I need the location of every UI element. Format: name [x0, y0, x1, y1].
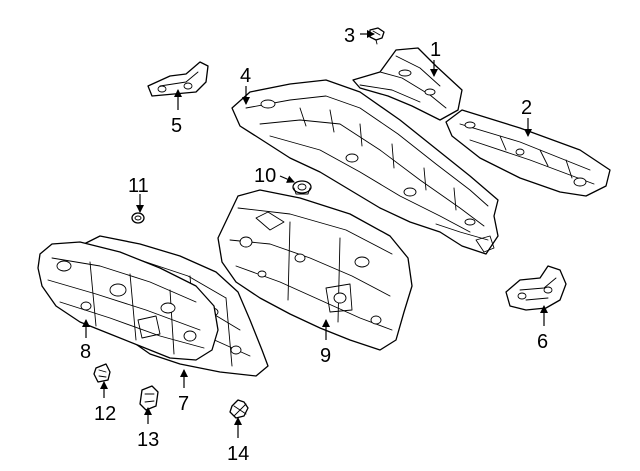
callout-6: 6 [537, 331, 548, 353]
callout-10: 10 [254, 165, 276, 187]
callout-13: 13 [137, 429, 159, 451]
callout-labels: 1 2 3 4 5 6 7 8 9 10 11 12 13 14 [80, 25, 548, 465]
callout-9: 9 [320, 345, 331, 367]
callout-2: 2 [521, 97, 532, 119]
part-8-insulator [37, 241, 219, 361]
part-2-cowl-vent-panel [445, 109, 611, 197]
part-13-clip [139, 385, 159, 411]
part-5-bracket [147, 61, 209, 97]
part-3-clip [369, 27, 385, 45]
part-6-bracket [505, 265, 567, 311]
callout-7: 7 [178, 393, 189, 415]
part-9-dash-panel [217, 189, 413, 351]
part-1-cowl-panel [352, 47, 463, 121]
part-12-clip [93, 363, 111, 383]
callout-3: 3 [344, 25, 355, 47]
part-14-retainer [229, 399, 249, 419]
callout-1: 1 [430, 39, 441, 61]
leader-10 [279, 175, 295, 183]
part-11-plug [131, 212, 145, 224]
callout-11: 11 [128, 175, 149, 197]
callout-8: 8 [80, 341, 91, 363]
part-10-grommet [292, 180, 312, 195]
part-4-cowl-top-outer-panel [231, 79, 499, 255]
callout-12: 12 [94, 403, 116, 425]
callout-5: 5 [171, 115, 182, 137]
callout-14: 14 [227, 443, 249, 465]
callout-4: 4 [240, 65, 251, 87]
leader-lines [82, 30, 548, 438]
